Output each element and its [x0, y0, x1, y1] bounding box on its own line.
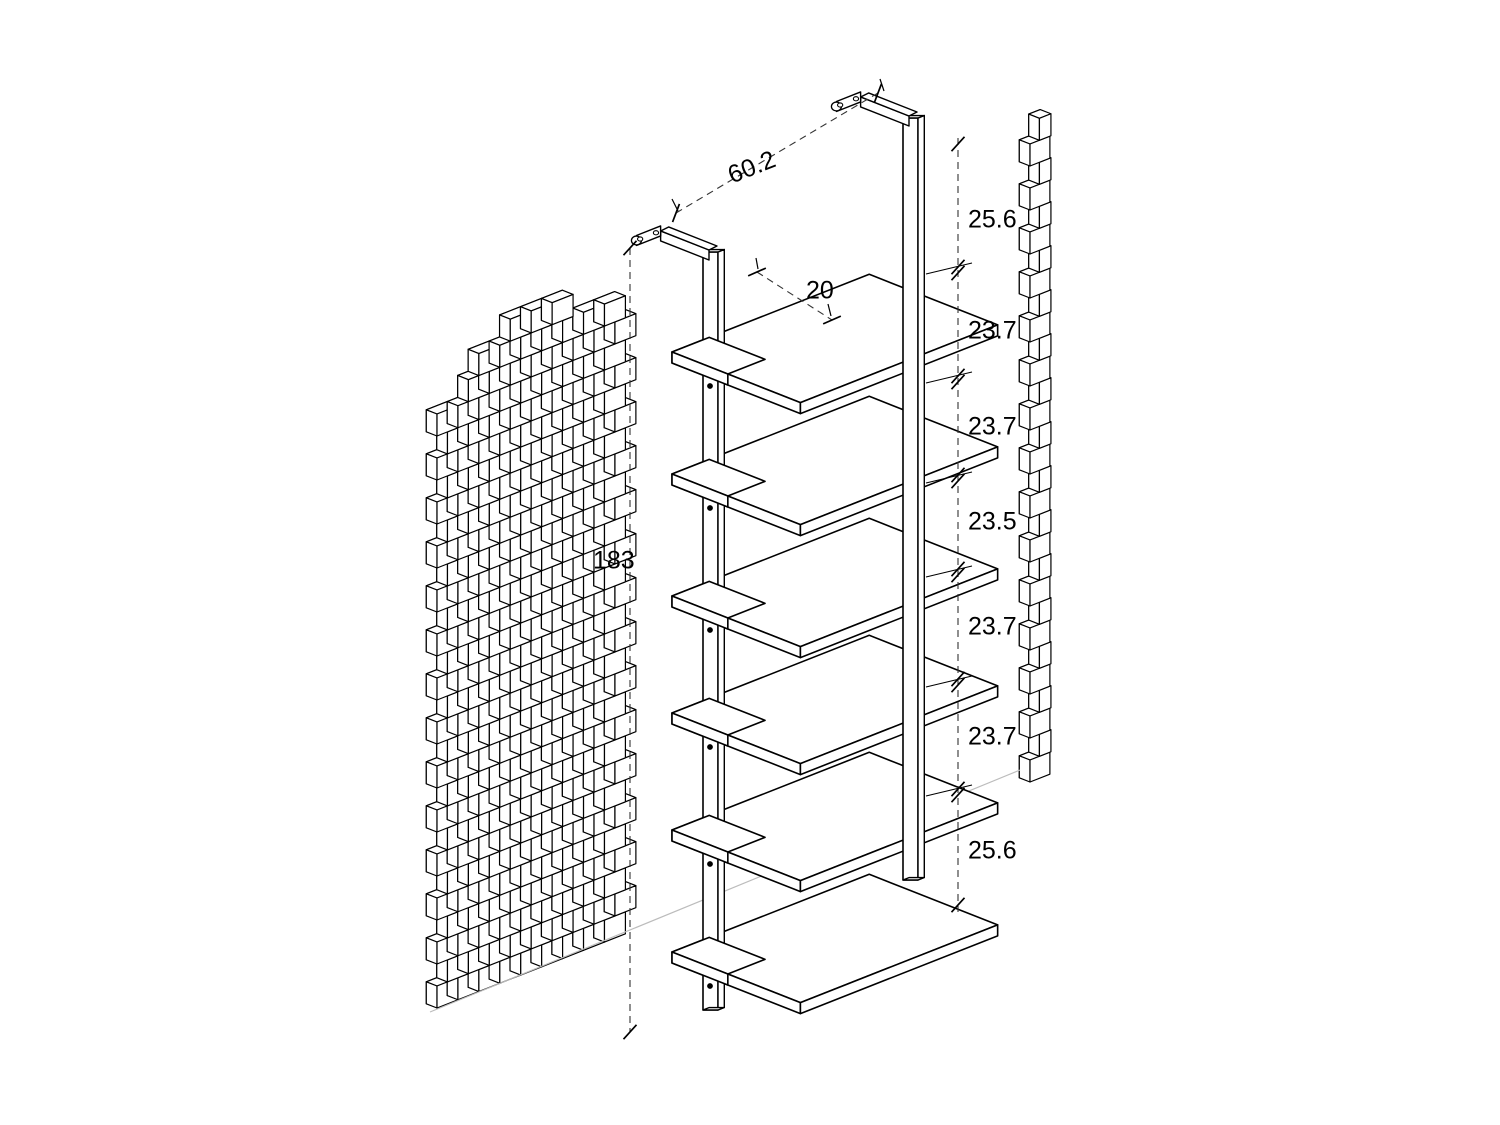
dim-label-gap-top: 25.6: [968, 206, 1017, 234]
dimension-annotations: [622, 78, 973, 1040]
dim-label-gap-1: 23.7: [968, 317, 1017, 345]
dim-label-gap-5: 23.7: [968, 723, 1017, 751]
right-brick-wall-bricks: [1018, 108, 1052, 783]
dim-label-gap-2: 23.7: [968, 413, 1017, 441]
dim-label-gap-3: 23.5: [968, 508, 1017, 536]
dim-label-gap-4: 23.7: [968, 613, 1017, 641]
dim-label-gap-bottom: 25.6: [968, 837, 1017, 865]
left-brick-wall-bricks: [425, 289, 637, 1009]
ladder-shelf-unit: [630, 91, 999, 1015]
dim-label-shelf-depth: 20: [806, 277, 834, 305]
dimension-labels: 25.6 23.7 23.7 23.5 23.7 23.7 25.6 183 6…: [593, 145, 1017, 864]
dim-label-overall-width: 60.2: [724, 145, 780, 189]
dim-label-overall-height: 183: [593, 547, 635, 575]
